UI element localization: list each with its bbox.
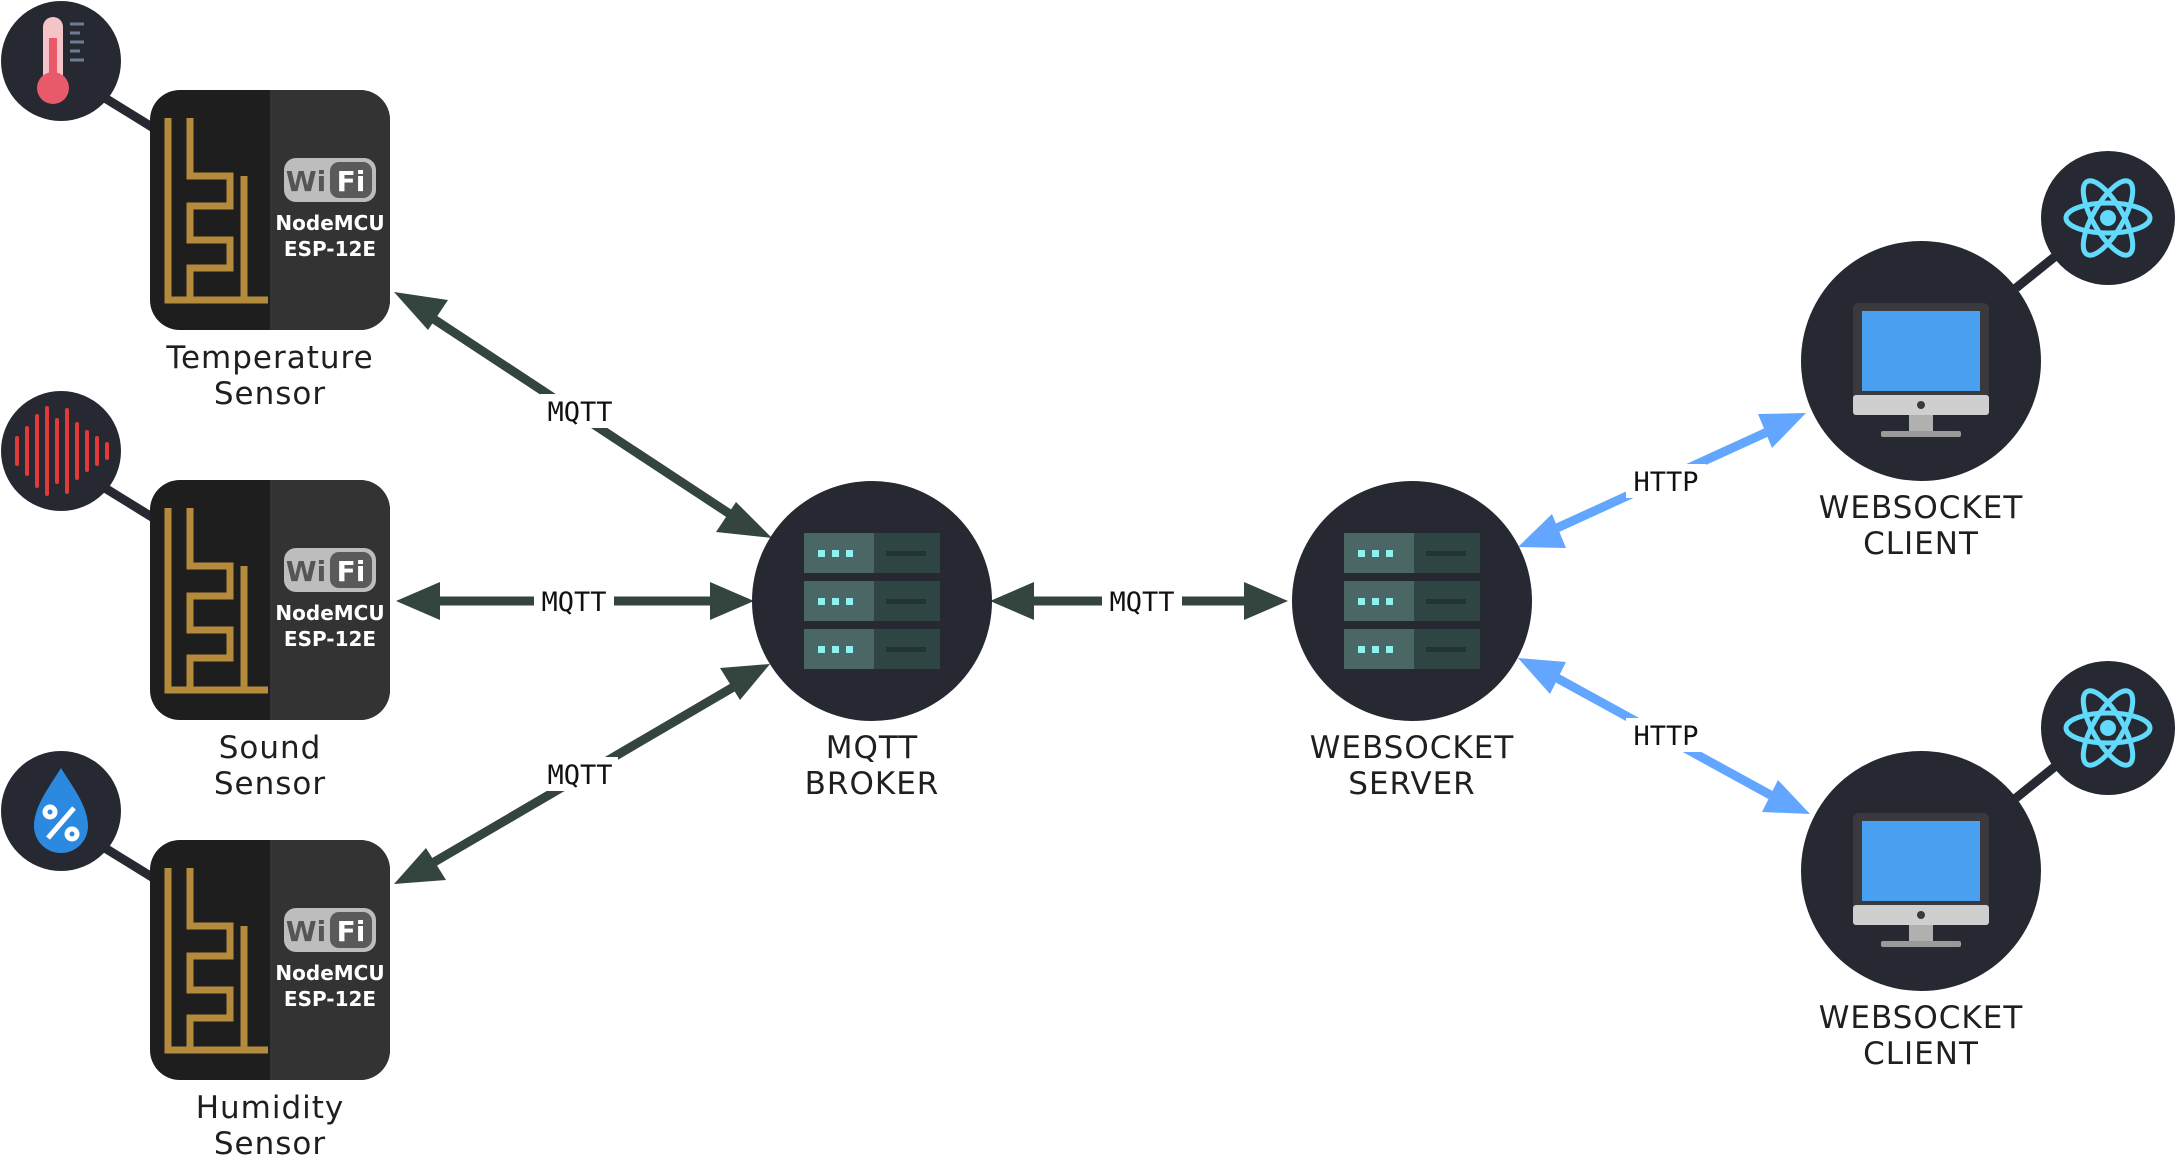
svg-text:Fi: Fi [337,915,366,948]
edge-label-temp-broker: MQTT [547,397,612,428]
edge-label-broker-server: MQTT [1109,587,1174,618]
edge-label-sound-broker: MQTT [541,587,606,618]
nodemcu-chip: Wi Fi NodeMCU ESP-12E [150,480,390,720]
svg-text:Fi: Fi [337,165,366,198]
svg-text:ESP-12E: ESP-12E [284,987,376,1011]
websocket-client-node-1 [1801,151,2175,481]
edge-label-humidity-broker: MQTT [547,760,612,791]
nodemcu-chip: Wi Fi NodeMCU ESP-12E [150,90,390,330]
svg-text:Wi: Wi [286,915,326,948]
sensor-node-humidity: Wi Fi NodeMCU ESP-12E [1,751,390,1080]
thermometer-icon [1,1,121,121]
edge-label-server-client2: HTTP [1633,721,1698,752]
humidity-drop-icon [1,751,121,871]
svg-text:Wi: Wi [286,555,326,588]
svg-text:NodeMCU: NodeMCU [275,211,384,235]
mqtt-broker-node [752,481,992,721]
edge-label-server-client1: HTTP [1633,467,1698,498]
svg-text:Fi: Fi [337,555,366,588]
sensor-node-sound: Wi Fi NodeMCU ESP-12E [1,391,390,720]
svg-text:NodeMCU: NodeMCU [275,601,384,625]
svg-text:ESP-12E: ESP-12E [284,627,376,651]
websocket-server-node [1292,481,1532,721]
sound-wave-icon [1,391,121,511]
websocket-client-node-2 [1801,661,2175,991]
server-rack-icon [1344,533,1480,669]
svg-text:NodeMCU: NodeMCU [275,961,384,985]
sensor-node-temperature: Wi Fi NodeMCU ESP-12E [1,1,390,330]
svg-text:ESP-12E: ESP-12E [284,237,376,261]
svg-text:Wi: Wi [286,165,326,198]
nodemcu-chip: Wi Fi NodeMCU ESP-12E [150,840,390,1080]
server-rack-icon [804,533,940,669]
